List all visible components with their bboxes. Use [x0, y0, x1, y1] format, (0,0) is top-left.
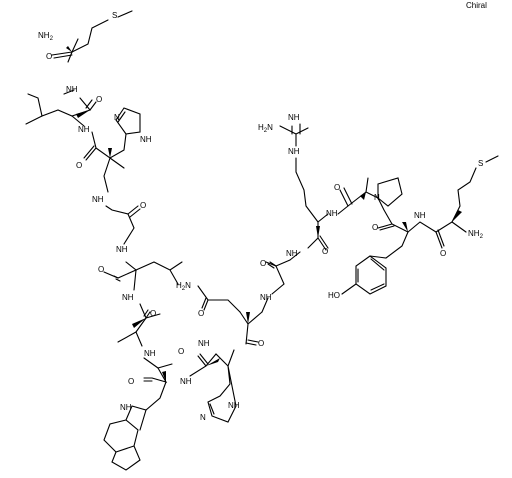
val-amide-nh: NH	[122, 293, 134, 302]
trp-carbonyl-oxygen: O	[128, 377, 134, 386]
tyr-carbonyl-oxygen: O	[372, 223, 378, 232]
his1-carbonyl-oxygen: O	[76, 161, 82, 170]
asn-sidechain-oxygen: O	[198, 309, 204, 318]
chirality-flag: Chiral	[466, 1, 487, 10]
trp-amide-nh: NH	[180, 377, 192, 386]
met1-amide-label: NH2	[38, 31, 54, 41]
gly1-amide-nh: NH	[116, 245, 128, 254]
met2-n-terminal-amine: NH2	[468, 229, 484, 239]
met1-amide-nh: NH	[66, 85, 78, 94]
asn-amide-nh: NH	[260, 293, 272, 302]
molecule-graphic: NH2 O S NH O NH N NH O NH O NH O NH O NH…	[25, 10, 499, 471]
arg-amide-nh: NH	[326, 209, 338, 218]
his2-ring-n: N	[200, 413, 206, 422]
his2-carbonyl-oxygen: O	[178, 347, 184, 356]
tyr-amide-nh: NH	[414, 211, 426, 220]
arg-carbonyl-oxygen: O	[322, 247, 328, 256]
arg-h2n: H2N	[258, 123, 273, 133]
his2-amide-nh: NH	[198, 339, 210, 348]
tyr-phenol-oh: HO	[328, 291, 340, 300]
met2-carbonyl-oxygen: O	[440, 249, 446, 258]
gly2-amide-nh: NH	[286, 249, 298, 258]
arg-guanidine-nh: NH	[288, 147, 300, 156]
his1-backbone-nh: NH	[92, 195, 104, 204]
stereo-bonds	[66, 46, 462, 382]
his1-ring-n: N	[114, 113, 120, 122]
asn-amide-nitrogen: H2N	[176, 281, 191, 291]
his1-ring-nh: NH	[140, 135, 152, 144]
trp-indole-nh: NH	[120, 403, 132, 412]
leu-amide-nh: NH	[78, 125, 90, 134]
gly2-carbonyl-oxygen: O	[260, 259, 266, 268]
val-carbonyl-oxygen: O	[98, 265, 104, 274]
ala-amide-nh: NH	[144, 349, 156, 358]
atom-labels: NH2 O S NH O NH N NH O NH O NH O NH O NH…	[38, 11, 484, 422]
pro-carbonyl-oxygen: O	[334, 183, 340, 192]
asn-carbonyl-oxygen: O	[258, 339, 264, 348]
met2-sulfur: S	[478, 159, 483, 168]
arg-imine-nh: NH	[288, 113, 300, 122]
ala-carbonyl-oxygen: O	[150, 309, 156, 318]
met1-sulfur: S	[112, 11, 117, 20]
met1-carbonyl-oxygen: O	[46, 52, 52, 61]
leu-carbonyl-oxygen: O	[96, 95, 102, 104]
bond-network	[25, 10, 499, 471]
pro-ring-n: N	[374, 193, 380, 202]
gly1-carbonyl-oxygen: O	[140, 201, 146, 210]
his2-ring-nh: NH	[228, 401, 240, 410]
